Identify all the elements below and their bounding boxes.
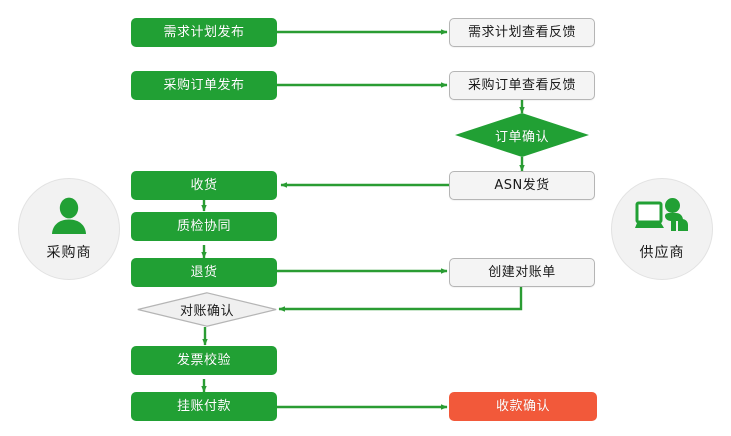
node-return-goods[interactable]: 退货 [131, 258, 277, 287]
node-payment-receipt-confirm[interactable]: 收款确认 [449, 392, 597, 421]
node-invoice-verification[interactable]: 发票校验 [131, 346, 277, 375]
node-demand-plan-view-feedback[interactable]: 需求计划查看反馈 [449, 18, 595, 47]
node-create-reconciliation-statement[interactable]: 创建对账单 [449, 258, 595, 287]
node-purchase-order-publish[interactable]: 采购订单发布 [131, 71, 277, 100]
node-goods-receipt[interactable]: 收货 [131, 171, 277, 200]
diamond-shape-grey [137, 292, 277, 327]
person-icon [49, 197, 89, 239]
node-asn-shipment[interactable]: ASN发货 [449, 171, 595, 200]
node-demand-plan-publish[interactable]: 需求计划发布 [131, 18, 277, 47]
diamond-shape-green [455, 113, 589, 157]
node-purchase-order-view-feedback[interactable]: 采购订单查看反馈 [449, 71, 595, 100]
node-quality-inspection-collaboration[interactable]: 质检协同 [131, 212, 277, 241]
node-order-confirm[interactable]: 订单确认 [455, 113, 589, 157]
node-order-confirm-label: 订单确认 [494, 129, 549, 145]
actor-buyer-label: 采购商 [46, 244, 92, 261]
node-accrual-payment[interactable]: 挂账付款 [131, 392, 277, 421]
node-reconciliation-confirm-label: 对账确认 [179, 304, 234, 319]
edge-n10-n11 [278, 285, 523, 312]
person-at-computer-icon [635, 197, 689, 239]
actor-supplier-label: 供应商 [639, 244, 685, 261]
actor-buyer[interactable]: 采购商 [18, 178, 120, 280]
node-reconciliation-confirm[interactable]: 对账确认 [137, 292, 277, 327]
actor-supplier[interactable]: 供应商 [611, 178, 713, 280]
